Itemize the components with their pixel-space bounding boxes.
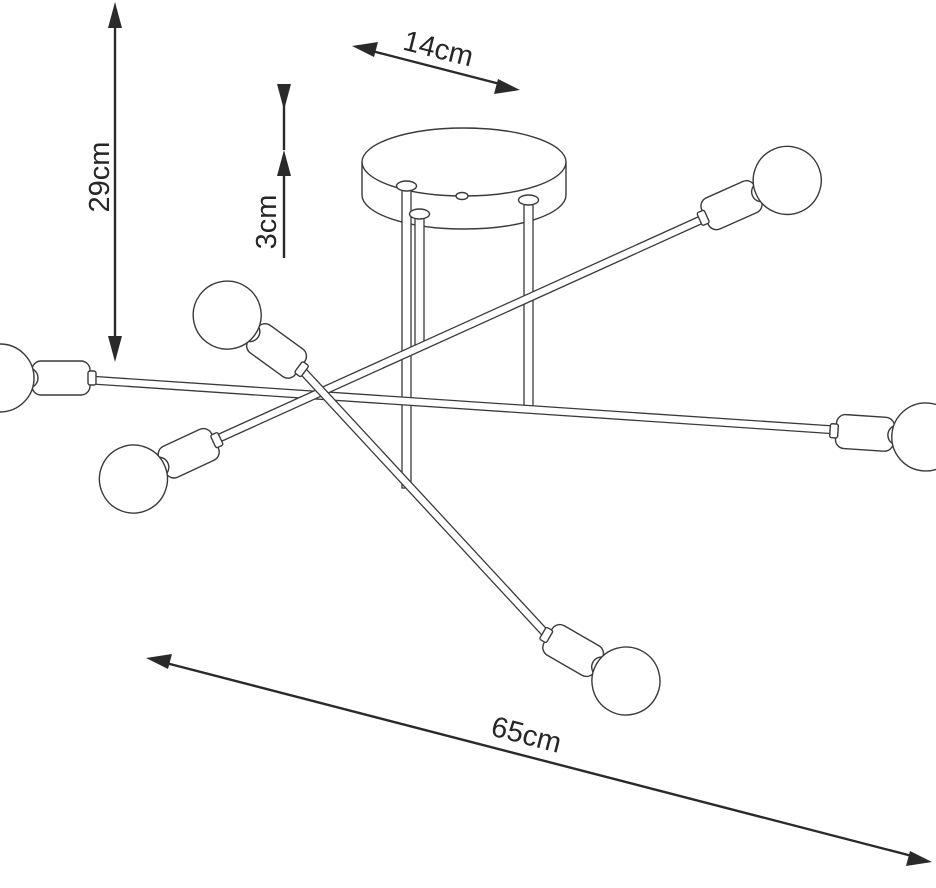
dimension-canopy-height: 3cm <box>251 84 291 258</box>
canopy-diameter-label: 14cm <box>400 25 477 73</box>
arm-horizontal <box>0 343 936 474</box>
dimension-total-height: 29cm <box>84 2 122 362</box>
total-height-label: 29cm <box>84 142 116 213</box>
dimension-canopy-diameter: 14cm <box>352 25 520 94</box>
total-width-label: 65cm <box>488 711 565 760</box>
arm-rising <box>87 134 833 525</box>
dimension-total-width: 65cm <box>146 654 932 866</box>
lamp-head-bottom <box>525 602 674 729</box>
lamp-head-right <box>827 395 936 474</box>
lamp-head-lower-left <box>87 406 236 525</box>
arm-falling <box>178 266 674 729</box>
lamp-head-upper-right <box>684 134 833 252</box>
drop-rods <box>395 180 540 489</box>
lamp-head-left <box>0 343 97 413</box>
canopy-height-label: 3cm <box>251 195 283 250</box>
lamp-head-upper-left <box>178 266 326 400</box>
ceiling-canopy <box>361 127 567 230</box>
